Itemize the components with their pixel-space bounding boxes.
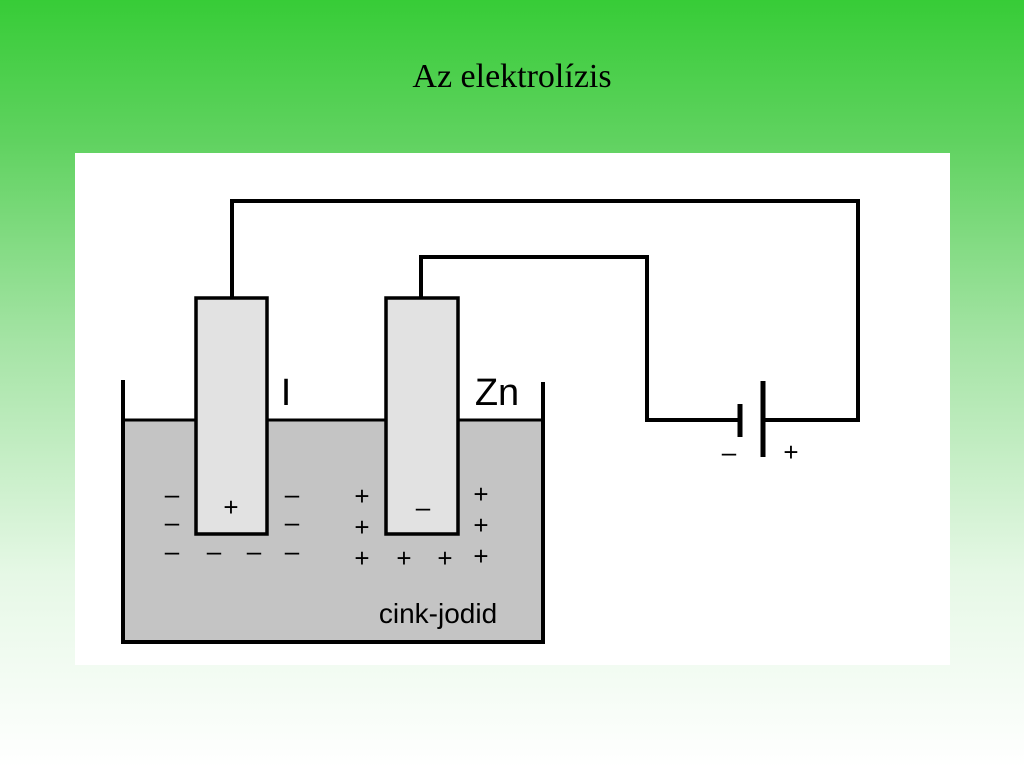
ion-negative: –	[285, 507, 300, 537]
electrolyte-label: cink-jodid	[379, 598, 497, 629]
ion-negative: –	[285, 536, 300, 566]
diagram-panel: I Zn cink-jodid + – – + – – – – – – – – …	[75, 153, 950, 665]
ion-positive: +	[396, 543, 411, 573]
ion-positive: +	[354, 543, 369, 573]
container	[121, 380, 545, 644]
electrode-label-zn: Zn	[475, 372, 519, 414]
electrode-sign-negative: –	[416, 492, 431, 522]
electrolysis-diagram: I Zn cink-jodid + – – + – – – – – – – – …	[121, 199, 860, 644]
ion-positive: +	[437, 543, 452, 573]
electrode-iodine	[194, 296, 269, 536]
ion-negative: –	[165, 479, 180, 509]
battery-negative-sign: –	[722, 437, 737, 467]
ion-negative: –	[165, 507, 180, 537]
ion-negative: –	[285, 479, 300, 509]
negative-ions: – – – – – – – –	[165, 479, 300, 566]
ion-positive: +	[473, 541, 488, 571]
ion-positive: +	[354, 481, 369, 511]
ion-negative: –	[207, 536, 222, 566]
electrolyte	[123, 420, 543, 642]
ion-positive: +	[354, 512, 369, 542]
electrode-zinc	[384, 296, 460, 536]
wire-negative	[419, 255, 740, 422]
wire-positive	[230, 199, 860, 422]
ion-positive: +	[473, 510, 488, 540]
slide-title: Az elektrolízis	[412, 58, 612, 95]
ion-negative: –	[165, 536, 180, 566]
battery-positive-sign: +	[783, 437, 798, 467]
electrode-sign-positive: +	[223, 492, 238, 522]
ion-positive: +	[473, 479, 488, 509]
ion-negative: –	[247, 536, 262, 566]
electrode-label-i: I	[281, 372, 292, 414]
positive-ions: + + + + + + + +	[354, 479, 488, 573]
